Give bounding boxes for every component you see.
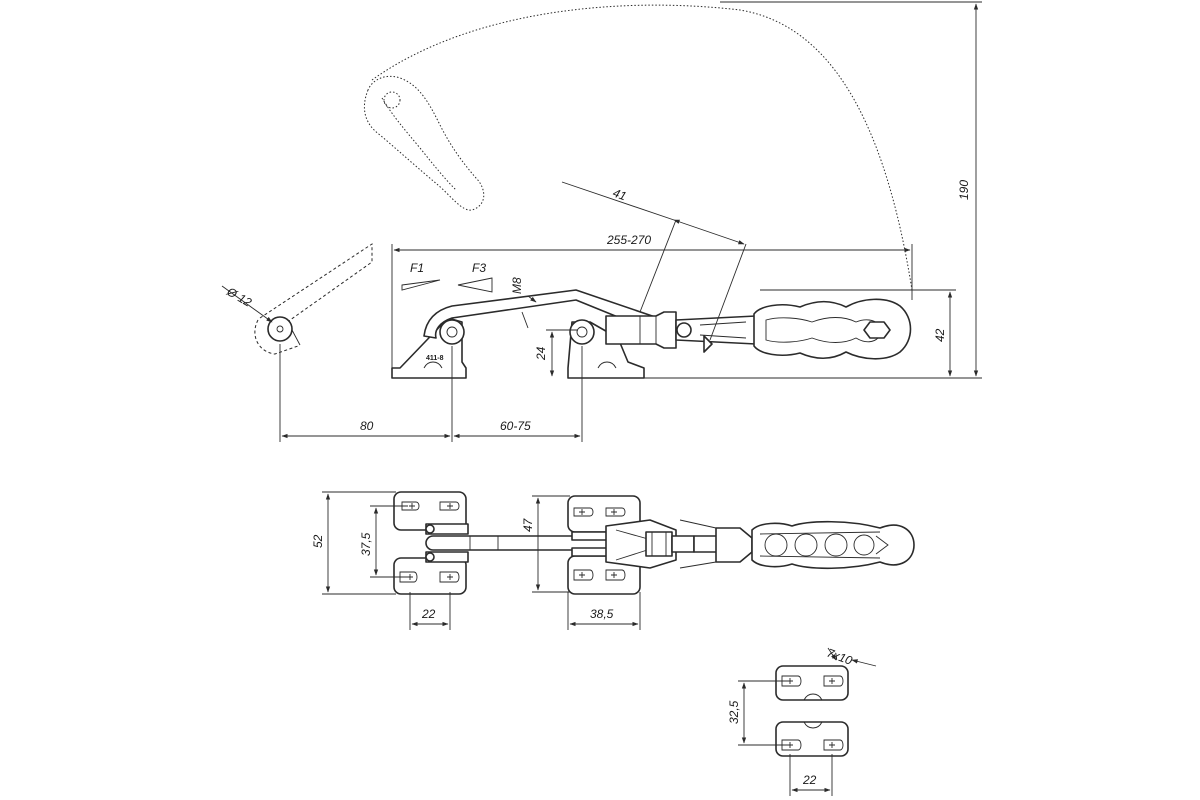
handle-swing-arc xyxy=(371,4,913,291)
left-base-bracket: 411-8 xyxy=(391,317,467,379)
handle-grip xyxy=(753,298,912,360)
label-thread: M8 xyxy=(510,277,524,294)
right-base-bracket xyxy=(567,319,645,379)
top-view: 52 37,5 22 47 38,5 xyxy=(311,491,915,630)
ghost-handle-open xyxy=(364,75,485,211)
f3-arrow-icon xyxy=(457,277,493,293)
dim-22-bottom: 22 xyxy=(802,773,817,787)
dim-37-5: 37,5 xyxy=(359,532,373,556)
dim-7x10: 7x10 xyxy=(825,646,855,668)
dim-80: 80 xyxy=(360,419,374,433)
side-view: 411-8 F1 F3 xyxy=(221,1,982,442)
dim-38-5: 38,5 xyxy=(590,607,614,621)
label-f3: F3 xyxy=(472,261,486,275)
dim-22-left: 22 xyxy=(421,607,436,621)
ghost-lever xyxy=(259,243,373,331)
turnbuckle xyxy=(605,311,757,353)
pin-circle xyxy=(267,316,293,342)
dim-47: 47 xyxy=(521,517,535,532)
dim-60-75: 60-75 xyxy=(500,419,531,433)
top-handle xyxy=(751,520,915,570)
dim-190: 190 xyxy=(957,180,971,200)
dim-42: 42 xyxy=(933,328,947,342)
dim-41: 41 xyxy=(611,186,628,204)
detail-view: 7x10 32,5 22 xyxy=(727,646,877,796)
dim-255-270: 255-270 xyxy=(606,233,651,247)
dim-52: 52 xyxy=(311,534,325,548)
top-linkage xyxy=(605,519,753,569)
dim-32-5: 32,5 xyxy=(727,700,741,724)
model-mark: 411-8 xyxy=(426,355,444,362)
dim-24: 24 xyxy=(534,346,548,361)
label-f1: F1 xyxy=(410,261,424,275)
left-top-plates xyxy=(393,491,469,595)
right-top-plates xyxy=(567,495,641,595)
f1-arrow-icon xyxy=(401,279,441,291)
